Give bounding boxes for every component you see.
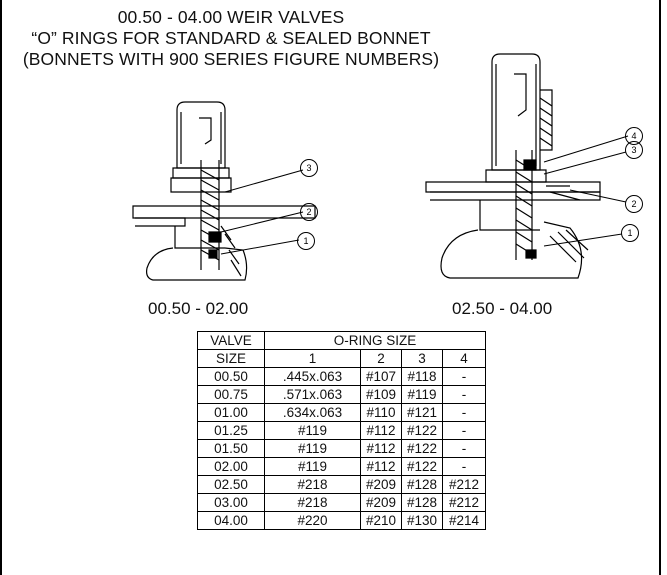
o-ring-size-cell: #214 <box>442 511 486 530</box>
callout-1: 1 <box>303 236 308 246</box>
table-row: 01.25#119#112#122- <box>197 421 486 440</box>
o-ring-size-cell: #210 <box>360 511 402 530</box>
table-header-row: VALVE O-RING SIZE <box>197 331 486 350</box>
o-ring-size-cell: - <box>442 421 486 440</box>
title-line-2: “O” RINGS FOR STANDARD & SEALED BONNET <box>31 28 431 48</box>
o-ring-size-table: VALVE O-RING SIZE SIZE 1 2 3 4 00.50.445… <box>197 331 486 530</box>
table-row: 00.50.445x.063#107#118- <box>197 367 486 386</box>
o-ring-size-cell: #112 <box>360 457 402 476</box>
column-header: 3 <box>401 349 443 368</box>
large-valve-caption: 02.50 - 04.00 <box>452 299 553 318</box>
o-ring-size-cell: #119 <box>401 385 443 404</box>
callout-2: 2 <box>631 199 636 209</box>
table-subheader-row: SIZE 1 2 3 4 <box>197 349 486 368</box>
column-header: 2 <box>360 349 402 368</box>
small-valve-caption: 00.50 - 02.00 <box>148 299 249 318</box>
title-line-3: (BONNETS WITH 900 SERIES FIGURE NUMBERS) <box>22 49 440 69</box>
callout-1: 1 <box>627 228 632 238</box>
o-ring-size-cell: #122 <box>401 439 443 458</box>
o-ring-size-cell: #209 <box>360 475 402 494</box>
o-ring-size-cell: #128 <box>401 475 443 494</box>
table-row: 01.50#119#112#122- <box>197 439 486 458</box>
o-ring-size-cell: #119 <box>264 421 361 440</box>
o-ring-size-cell: #121 <box>401 403 443 422</box>
o-ring-size-cell: .445x.063 <box>264 367 361 386</box>
o-ring-size-cell: #212 <box>442 475 486 494</box>
valve-size-cell: 04.00 <box>197 511 265 530</box>
o-ring-size-cell: #209 <box>360 493 402 512</box>
column-header: 4 <box>442 349 486 368</box>
o-ring-size-cell: #112 <box>360 421 402 440</box>
title-line-1: 00.50 - 04.00 WEIR VALVES <box>117 7 345 27</box>
valve-size-cell: 02.50 <box>197 475 265 494</box>
valve-size-cell: 01.50 <box>197 439 265 458</box>
valve-size-cell: 03.00 <box>197 493 265 512</box>
o-ring-size-cell: #112 <box>360 439 402 458</box>
o-ring-size-cell: #122 <box>401 421 443 440</box>
o-ring-size-cell: #218 <box>264 475 361 494</box>
o-ring-size-header: O-RING SIZE <box>264 331 486 350</box>
o-ring-size-cell: - <box>442 457 486 476</box>
large-valve-drawing: 4 3 2 1 <box>425 53 643 279</box>
small-valve-drawing: 3 2 1 <box>132 101 318 281</box>
o-ring-size-cell: #110 <box>360 403 402 422</box>
o-ring-size-cell: #109 <box>360 385 402 404</box>
o-ring-size-cell: #130 <box>401 511 443 530</box>
table-row: 04.00#220#210#130#214 <box>197 511 486 530</box>
o-ring-size-cell: #118 <box>401 367 443 386</box>
o-ring-size-cell: #128 <box>401 493 443 512</box>
o-ring-size-cell: - <box>442 367 486 386</box>
valve-size-cell: 00.75 <box>197 385 265 404</box>
o-ring-size-cell: #122 <box>401 457 443 476</box>
o-ring-size-cell: - <box>442 403 486 422</box>
callout-3: 3 <box>631 145 636 155</box>
callout-2: 2 <box>306 207 311 217</box>
table-row: 02.50#218#209#128#212 <box>197 475 486 494</box>
size-header: SIZE <box>197 349 265 368</box>
o-ring-size-cell: #119 <box>264 439 361 458</box>
valve-size-cell: 01.25 <box>197 421 265 440</box>
o-ring-size-cell: #107 <box>360 367 402 386</box>
o-ring-size-cell: .571x.063 <box>264 385 361 404</box>
callout-4: 4 <box>631 131 636 141</box>
o-ring-size-cell: #220 <box>264 511 361 530</box>
o-ring-size-cell: #218 <box>264 493 361 512</box>
o-ring-size-cell: .634x.063 <box>264 403 361 422</box>
valve-size-cell: 02.00 <box>197 457 265 476</box>
o-ring-size-cell: #119 <box>264 457 361 476</box>
table-row: 03.00#218#209#128#212 <box>197 493 486 512</box>
callout-3: 3 <box>306 163 311 173</box>
o-ring-size-cell: #212 <box>442 493 486 512</box>
valve-size-cell: 01.00 <box>197 403 265 422</box>
table-row: 02.00#119#112#122- <box>197 457 486 476</box>
column-header: 1 <box>264 349 361 368</box>
valve-header: VALVE <box>197 331 265 350</box>
table-row: 01.00.634x.063#110#121- <box>197 403 486 422</box>
valve-size-cell: 00.50 <box>197 367 265 386</box>
table-row: 00.75.571x.063#109#119- <box>197 385 486 404</box>
o-ring-size-cell: - <box>442 439 486 458</box>
o-ring-size-cell: - <box>442 385 486 404</box>
